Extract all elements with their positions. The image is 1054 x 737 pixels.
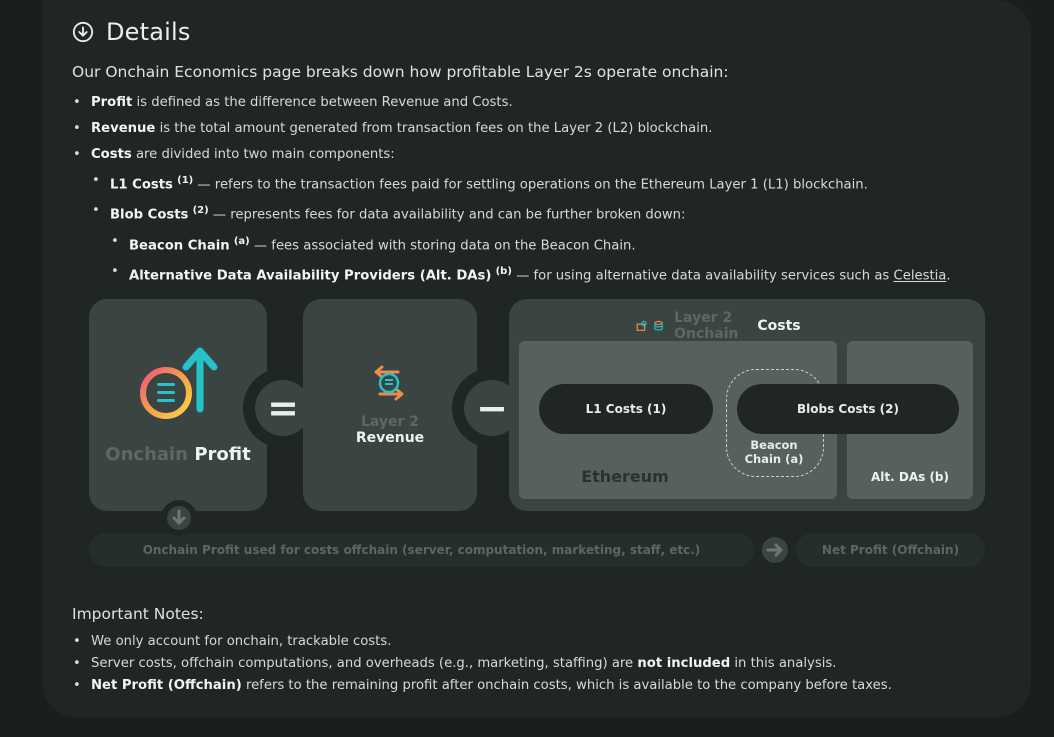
arrow-right-icon [762, 537, 788, 563]
equals-sign: = [267, 386, 299, 430]
note-text: We only account for onchain, trackable c… [91, 634, 392, 649]
definitions-list: Profit is defined as the difference betw… [72, 90, 951, 290]
notes-list: We only account for onchain, trackable c… [72, 631, 892, 697]
list-item: We only account for onchain, trackable c… [72, 631, 892, 653]
footnote-ref: (b) [495, 266, 512, 278]
revenue-label: Layer 2 Revenue [303, 414, 477, 446]
down-arrow-badge [161, 500, 197, 536]
term: Alternative Data Availability Providers … [129, 268, 492, 284]
beacon-chain-label: Beacon Chain (a) [744, 438, 804, 466]
label-part: Onchain [105, 444, 189, 465]
minus-sign: − [476, 386, 508, 430]
term: Profit [91, 95, 133, 110]
footnote-ref: (a) [233, 235, 250, 247]
arrow-down-icon [167, 506, 191, 530]
costs-sublist: L1 Costs (1) — refers to the transaction… [91, 168, 951, 290]
database-icon [654, 320, 663, 331]
notes-title: Important Notes: [72, 605, 204, 623]
note-emphasis: not included [637, 656, 731, 671]
details-header[interactable]: Details [72, 18, 191, 46]
list-item: Alternative Data Availability Providers … [110, 259, 951, 289]
definition: — for using alternative data availabilit… [511, 268, 894, 284]
l1-costs-pill: L1 Costs (1) [539, 384, 713, 434]
swap-arrows-icon [374, 365, 404, 401]
list-item: Blob Costs (2) — represents fees for dat… [91, 198, 951, 289]
offchain-costs-bar: Onchain Profit used for costs offchain (… [89, 533, 754, 567]
title-part: Layer 2 Onchain [674, 310, 739, 342]
note-text: in this analysis. [730, 656, 837, 671]
term: Blob Costs [110, 207, 189, 223]
note-emphasis: Net Profit (Offchain) [91, 678, 242, 693]
note-text: Server costs, offchain computations, and… [91, 656, 638, 671]
blob-sublist: Beacon Chain (a) — fees associated with … [110, 229, 951, 290]
definition: are divided into two main components: [131, 147, 395, 162]
ethereum-label: Ethereum [581, 467, 669, 486]
details-card: Details Our Onchain Economics page break… [42, 0, 1031, 717]
details-title: Details [106, 18, 191, 46]
definition: — refers to the transaction fees paid fo… [193, 177, 868, 193]
definition: is the total amount generated from trans… [155, 121, 713, 136]
circle-arrow-down-icon [72, 21, 94, 43]
blobs-costs-pill: Blobs Costs (2) [737, 384, 959, 434]
footnote-ref: (2) [192, 205, 209, 217]
onchain-profit-label: Onchain Profit [89, 444, 267, 465]
alt-da-label: Alt. DAs (b) [871, 470, 949, 484]
list-item: Costs are divided into two main componen… [72, 142, 951, 290]
net-profit-bar: Net Profit (Offchain) [796, 533, 985, 567]
term: L1 Costs [110, 177, 173, 193]
note-text: refers to the remaining profit after onc… [241, 678, 892, 693]
definition: — represents fees for data availability … [208, 207, 686, 223]
revenue-box [303, 299, 477, 511]
profit-up-icon [140, 347, 218, 419]
list-item: Net Profit (Offchain) refers to the rema… [72, 675, 892, 697]
term: Revenue [91, 121, 156, 136]
list-item: Revenue is the total amount generated fr… [72, 116, 951, 142]
label-part: Profit [194, 444, 251, 465]
label-part: Layer 2 [360, 414, 420, 430]
list-item: Server costs, offchain computations, and… [72, 653, 892, 675]
term: Beacon Chain [129, 238, 230, 254]
definition: is defined as the difference between Rev… [132, 95, 513, 110]
onchain-profit-box [89, 299, 267, 511]
definition: — fees associated with storing data on t… [249, 238, 636, 254]
intro-text: Our Onchain Economics page breaks down h… [72, 63, 729, 81]
equals-inner: = [255, 380, 311, 436]
list-item: Profit is defined as the difference betw… [72, 90, 951, 116]
list-item: L1 Costs (1) — refers to the transaction… [91, 168, 951, 198]
bank-icon [636, 320, 647, 331]
term: Costs [91, 147, 132, 162]
title-part: Costs [757, 318, 801, 334]
label-part: Revenue [355, 430, 425, 446]
footnote-ref: (1) [177, 175, 194, 186]
punctuation: . [946, 268, 951, 284]
celestia-link[interactable]: Celestia [893, 268, 947, 284]
list-item: Beacon Chain (a) — fees associated with … [110, 229, 951, 259]
costs-title: Layer 2 Onchain Costs [636, 310, 801, 342]
